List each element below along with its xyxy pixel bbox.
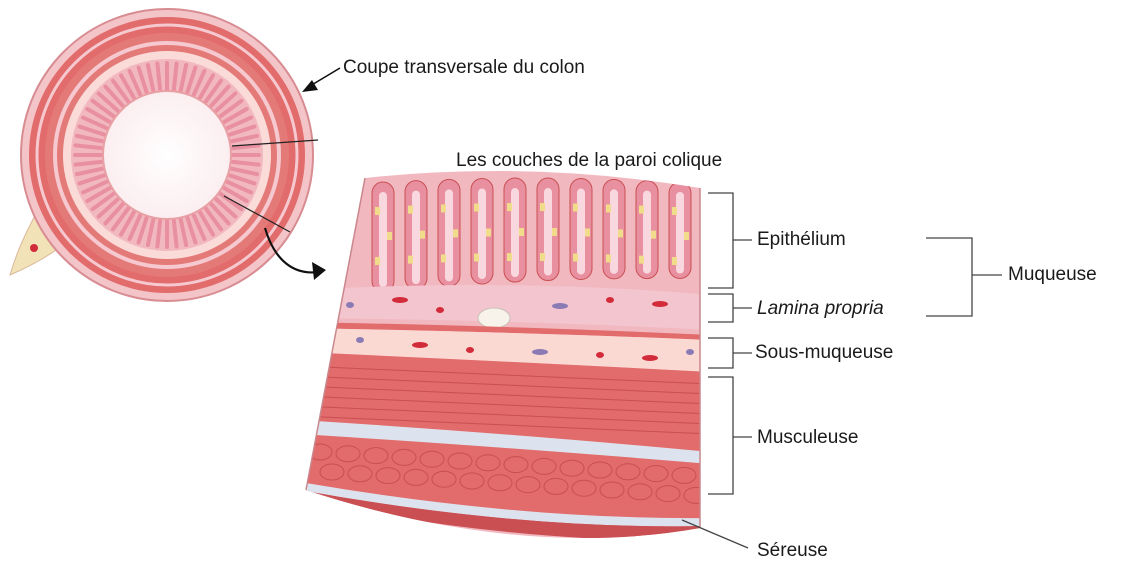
label-lamina-propria: Lamina propria bbox=[757, 298, 884, 320]
cross-section-caption: Coupe transversale du colon bbox=[343, 57, 585, 79]
label-serosa: Séreuse bbox=[757, 540, 828, 562]
label-mucosa-group: Muqueuse bbox=[1008, 264, 1097, 286]
label-epithelium: Epithélium bbox=[757, 229, 846, 251]
wall-layers-title: Les couches de la paroi colique bbox=[456, 150, 722, 172]
label-muscularis: Musculeuse bbox=[757, 427, 858, 449]
wall-section bbox=[300, 160, 710, 563]
colon-cross-section bbox=[21, 9, 318, 301]
label-submucosa: Sous-muqueuse bbox=[755, 342, 893, 364]
